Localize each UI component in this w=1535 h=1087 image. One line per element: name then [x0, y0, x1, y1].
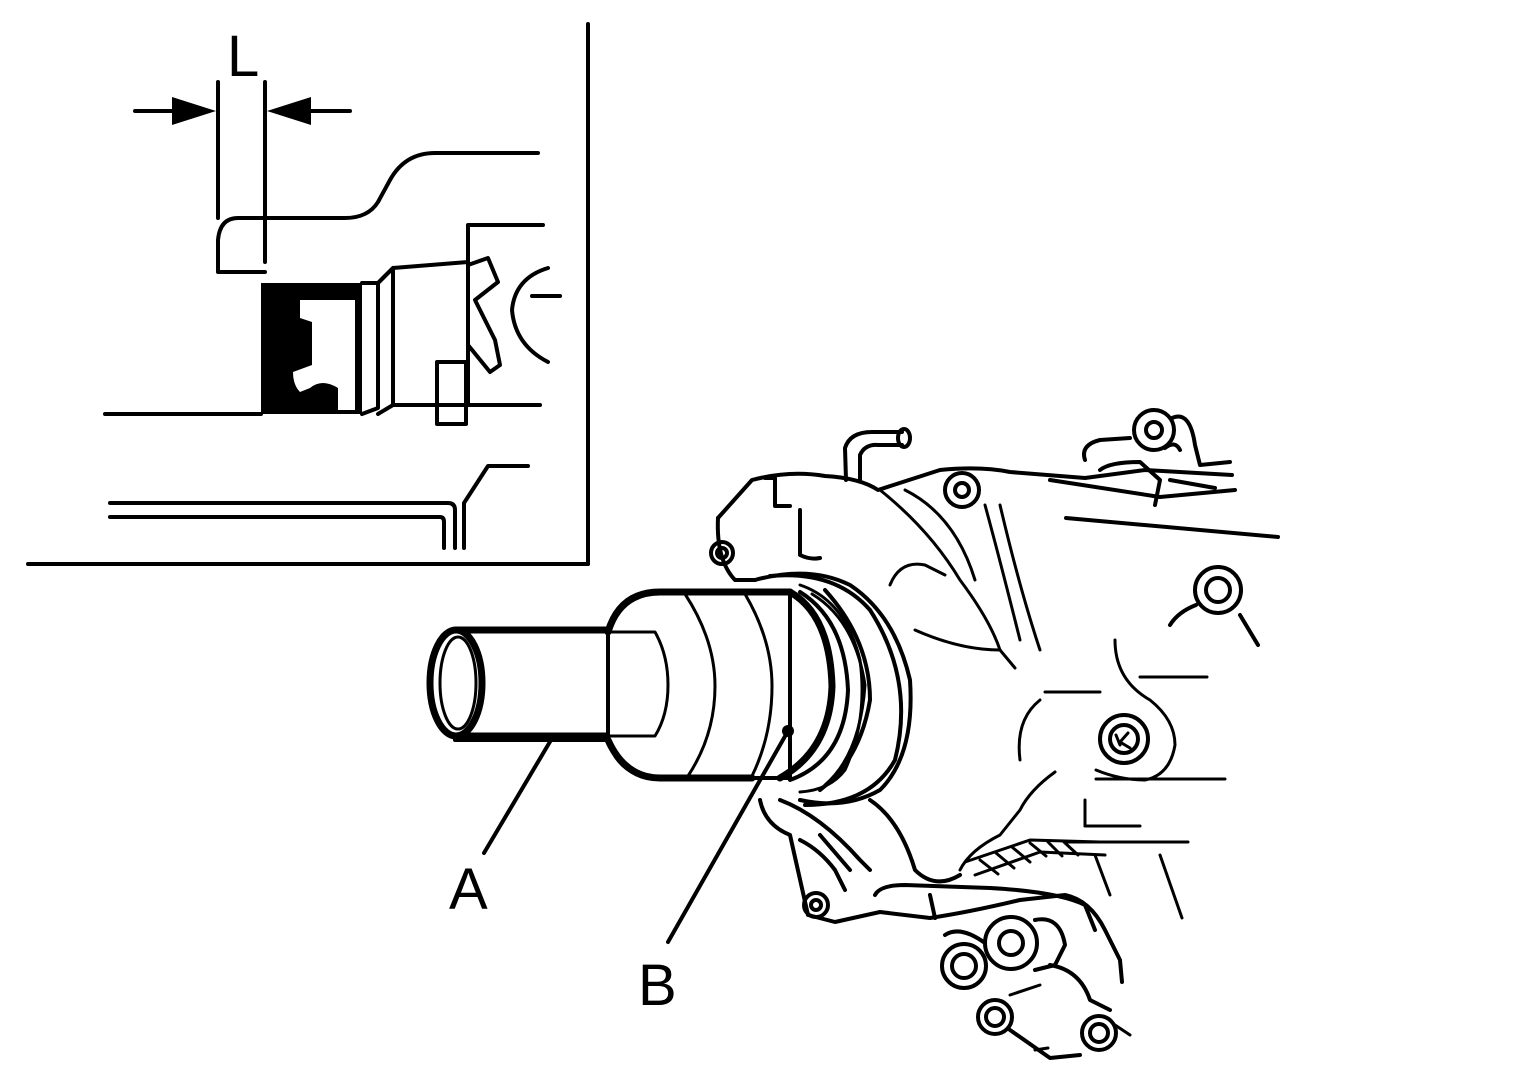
dimension-arrow-left — [133, 97, 216, 125]
hatched-gasket — [963, 838, 1107, 877]
oil-seal-section — [261, 281, 380, 416]
leader-line-b — [666, 729, 790, 944]
seal-installer-tool — [426, 588, 794, 782]
leader-line-a — [482, 738, 553, 855]
seal-bore-rings — [753, 571, 913, 807]
dimension-arrow-right — [267, 97, 352, 125]
engine-front-cover — [709, 408, 1280, 1060]
inset-detail-view: L — [26, 22, 590, 566]
callout-label-b: B — [638, 953, 677, 1018]
callout-label-a: A — [449, 857, 488, 922]
dimension-label-l: L — [227, 24, 259, 89]
